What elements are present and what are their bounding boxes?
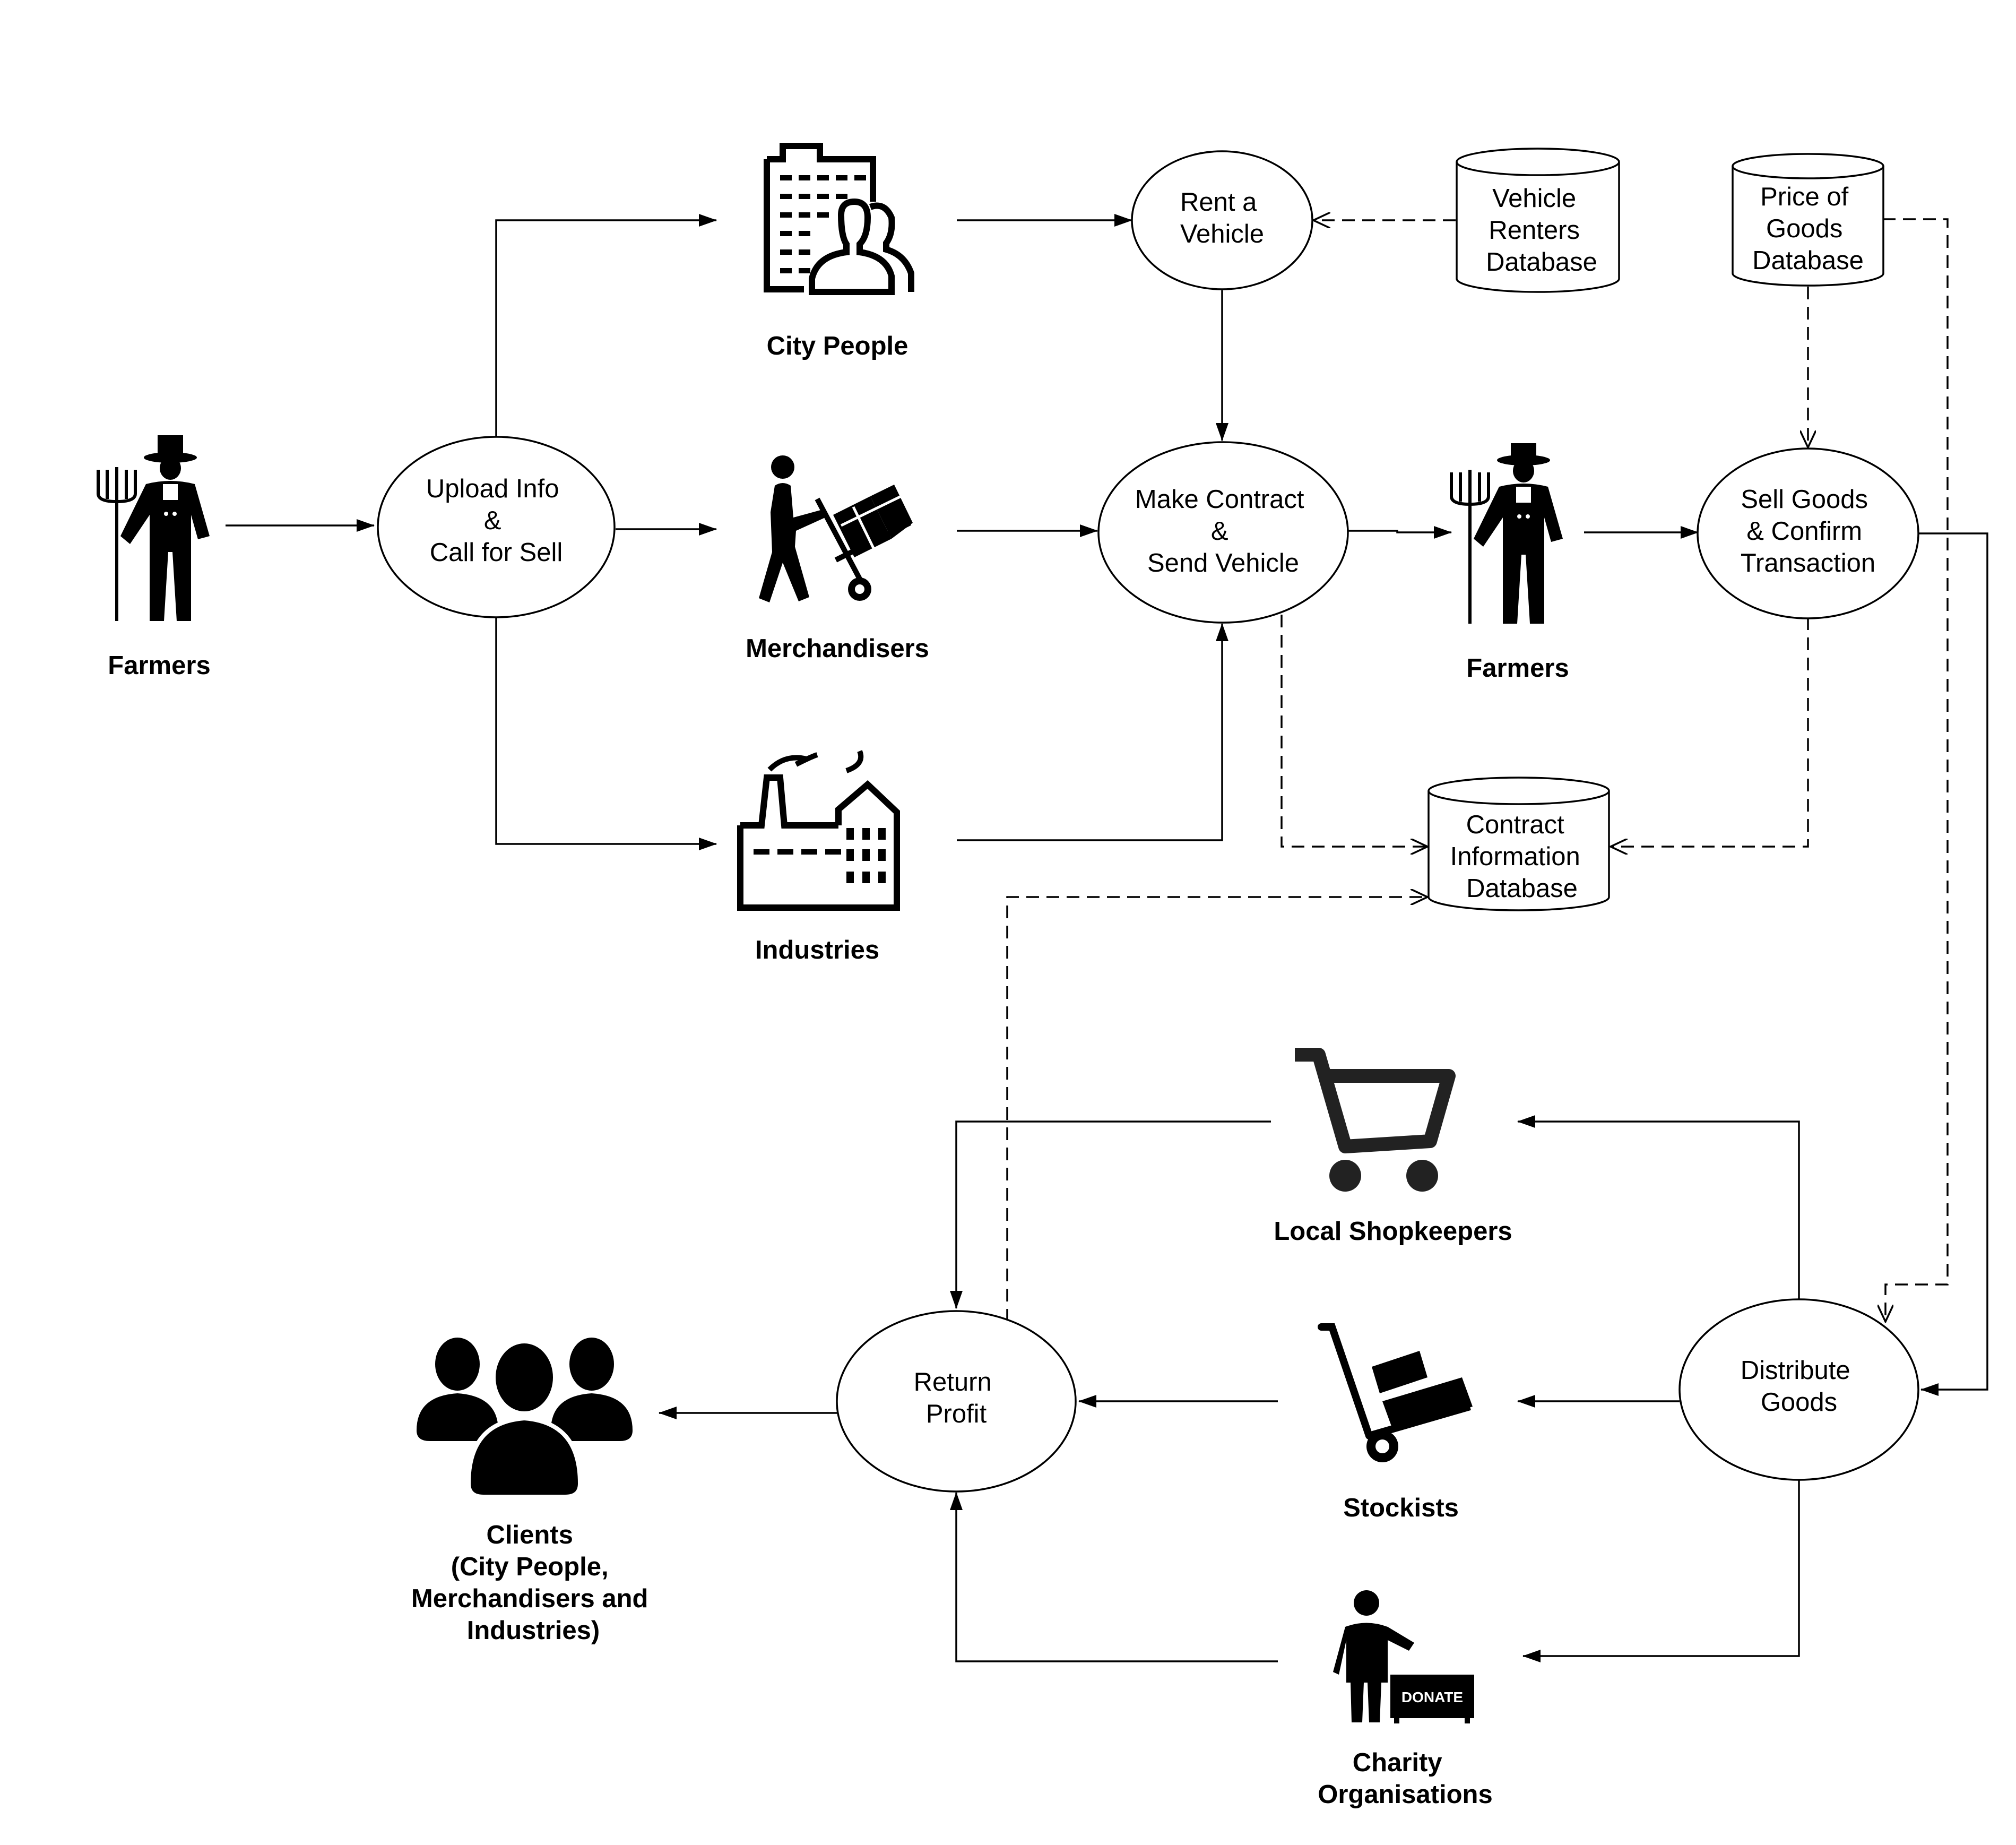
edge-charity-to-return <box>950 1492 1278 1662</box>
farmer-icon <box>97 435 210 621</box>
database-contract-information: Contract Information Database <box>1427 777 1610 911</box>
database-label: Price of Goods Database <box>1752 183 1864 275</box>
edge-distribute-to-charity <box>1522 1480 1800 1662</box>
actor-label-charity: Charity Organisations <box>1318 1748 1492 1809</box>
donate-box-person-icon: DONATE <box>1333 1590 1474 1723</box>
process-label: Make Contract & Send Vehicle <box>1135 485 1311 577</box>
actor-label-merchandisers: Merchandisers <box>746 634 929 663</box>
dashed-edges <box>1006 218 1949 1322</box>
database-label: Contract Information Database <box>1450 811 1588 903</box>
database-vehicle-renters: Vehicle Renters Database <box>1456 148 1620 293</box>
process-make-contract: Make Contract & Send Vehicle <box>1097 441 1349 624</box>
edge-shopkeepers-to-return <box>950 1120 1271 1309</box>
hand-truck-icon <box>1318 1323 1473 1462</box>
process-return-profit: Return Profit <box>836 1310 1077 1493</box>
process-sell-goods: Sell Goods & Confirm Transaction <box>1697 447 1919 619</box>
actor-label-clients: Clients (City People, Merchandisers and … <box>411 1521 655 1645</box>
actor-label-city-people: City People <box>767 332 909 360</box>
edge-sell-to-contract-db <box>1611 617 1809 847</box>
factory-icon <box>737 750 900 911</box>
process-label: Rent a Vehicle <box>1180 188 1264 248</box>
process-rent-vehicle: Rent a Vehicle <box>1131 150 1313 290</box>
edge-contract-to-farmers <box>1348 526 1452 539</box>
process-upload: Upload Info & Call for Sell <box>377 436 616 618</box>
database-price-of-goods: Price of Goods Database <box>1732 153 1884 287</box>
farmer-icon <box>1450 443 1563 624</box>
actor-label-farmers-right: Farmers <box>1466 654 1569 683</box>
actor-label-local-shopkeepers: Local Shopkeepers <box>1274 1217 1512 1246</box>
city-building-people-icon <box>764 143 914 295</box>
process-label: Return Profit <box>914 1368 999 1428</box>
edge-sell-to-distribute <box>1918 532 1988 1396</box>
group-people-icon <box>417 1338 633 1499</box>
solid-edges <box>226 214 1988 1662</box>
edge-distribute-to-shopkeepers <box>1517 1115 1800 1299</box>
edge-price-db-to-distribute <box>1883 218 1949 1322</box>
process-label: Distribute Goods <box>1741 1356 1858 1417</box>
hand-truck-person-icon <box>759 455 913 602</box>
edge-upload-to-industries <box>495 617 717 850</box>
edge-industries-to-contract <box>957 623 1228 841</box>
shopping-cart-icon <box>1295 1048 1456 1192</box>
process-distribute-goods: Distribute Goods <box>1678 1298 1919 1481</box>
actor-label-farmers-left: Farmers <box>108 651 210 680</box>
process-label: Upload Info & Call for Sell <box>426 475 566 567</box>
actor-label-stockists: Stockists <box>1343 1494 1459 1522</box>
actor-label-industries: Industries <box>755 936 879 964</box>
edge-return-to-contract-db <box>1006 897 1427 1322</box>
edge-upload-to-city-people <box>495 214 717 436</box>
donate-sign-label: DONATE <box>1401 1689 1463 1705</box>
database-label: Vehicle Renters Database <box>1486 184 1597 277</box>
edge-contract-to-contract-db <box>1280 615 1427 847</box>
process-label: Sell Goods & Confirm Transaction <box>1741 485 1875 577</box>
